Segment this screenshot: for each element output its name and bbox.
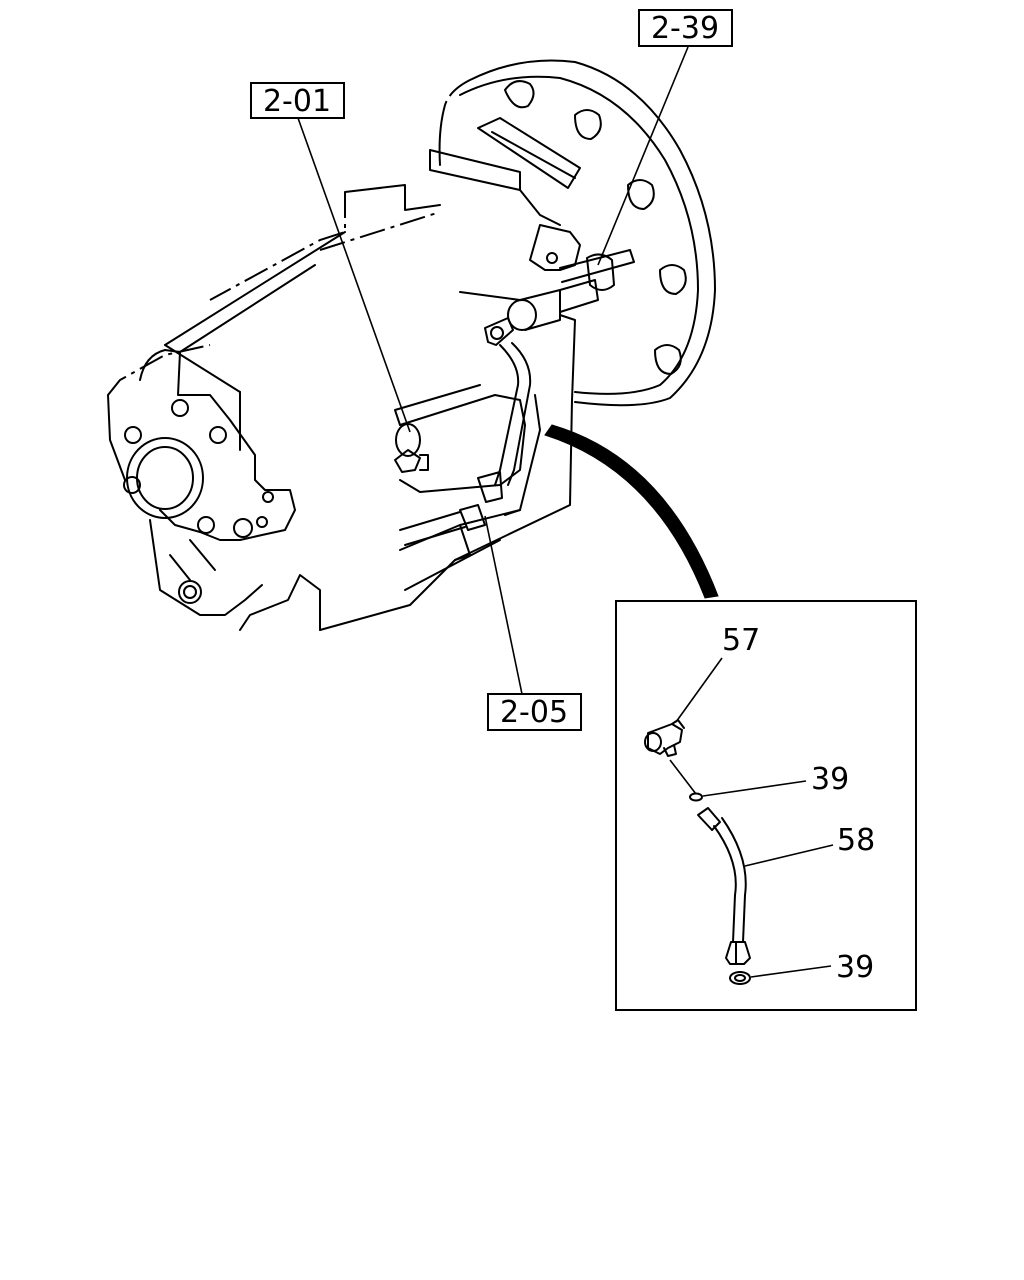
leader-57 — [675, 657, 723, 723]
part-58-label: 58 — [837, 823, 875, 858]
leader-2-39 — [597, 46, 689, 266]
detail-view: 57 39 58 39 — [615, 600, 917, 1011]
detail-pointer — [544, 424, 719, 599]
part-39-top-label: 39 — [811, 762, 849, 797]
part-57-label: 57 — [722, 623, 760, 658]
main-case — [164, 184, 576, 631]
leader-dash-39a — [669, 759, 697, 795]
clutch-housing — [429, 59, 716, 407]
transmission-assembly — [107, 59, 719, 631]
pipe-run — [399, 342, 541, 546]
part-39-bottom-label: 39 — [836, 950, 874, 985]
leader-39-bottom — [750, 965, 832, 978]
detail-frame — [615, 600, 917, 1011]
callout-2-01-label: 2-01 — [263, 84, 331, 119]
leader-39-top — [702, 780, 807, 797]
part-39-washer-bottom — [729, 971, 751, 985]
callout-2-05-label: 2-05 — [500, 695, 568, 730]
cylinder-body — [394, 384, 526, 493]
leader-2-05 — [484, 515, 523, 695]
part-58-pipe — [697, 807, 751, 965]
clutch-actuator — [459, 224, 635, 331]
part-39-washer-top — [689, 792, 703, 802]
part-39-washer-bottom-hole — [734, 974, 746, 982]
callout-2-39[interactable]: 2-39 — [638, 9, 733, 47]
callout-2-05[interactable]: 2-05 — [487, 693, 582, 731]
callout-2-01[interactable]: 2-01 — [250, 82, 345, 119]
upper-fitting — [484, 317, 514, 346]
part-57-fitting — [644, 719, 685, 757]
callout-2-39-label: 2-39 — [651, 11, 719, 46]
output-flange — [107, 344, 296, 616]
leader-58 — [744, 844, 834, 867]
leader-2-01 — [297, 117, 411, 433]
